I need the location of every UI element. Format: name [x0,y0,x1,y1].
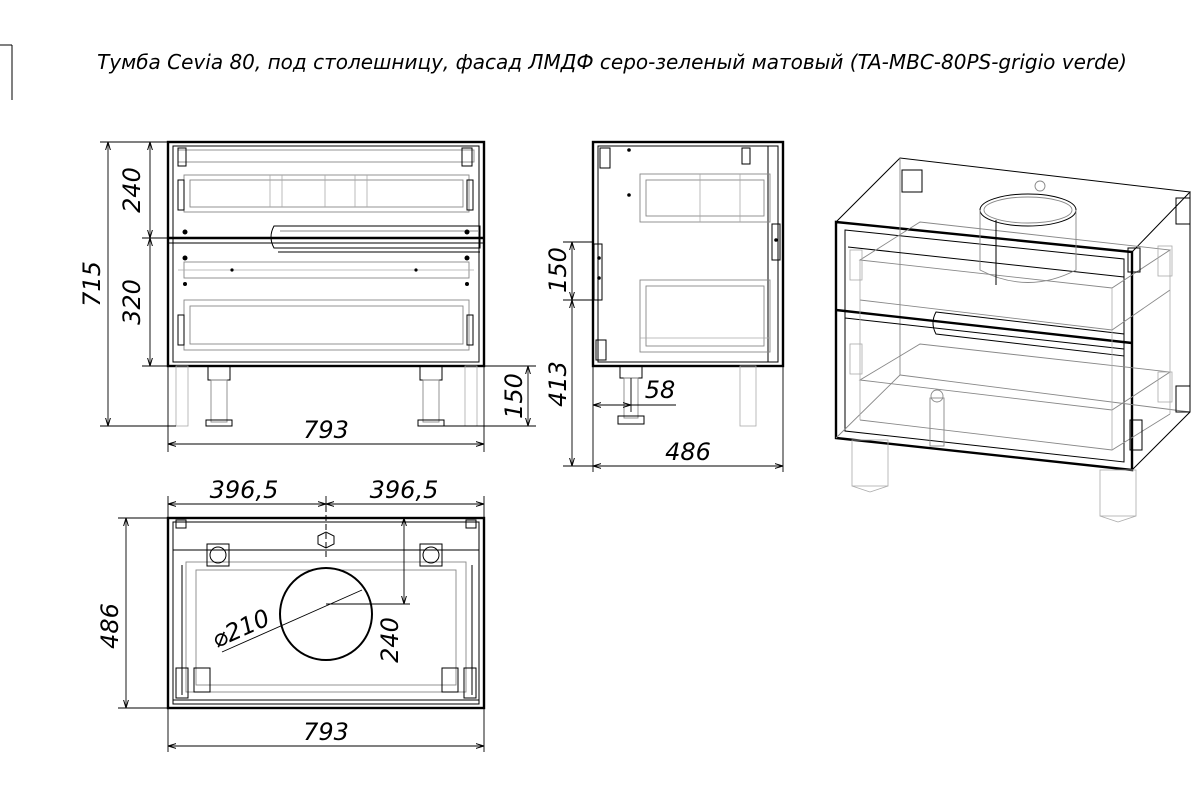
page-corner-mark [0,44,13,100]
top-view: 396,5 396,5 486 ⌀210 240 793 [96,476,486,752]
dim-front-drawer-bottom: 320 [118,279,146,325]
dim-front-drawer-top: 240 [118,167,146,213]
dim-front-legs: 150 [500,373,528,419]
dim-top-hole-offset: 240 [376,617,404,663]
side-view: 150 413 58 486 [544,140,785,472]
dim-side-depth: 486 [665,438,711,466]
dim-top-half-left: 396,5 [210,476,279,504]
dim-front-height: 715 [78,261,106,307]
drawing-title: Тумба Cevia 80, под столешницу, фасад ЛМ… [97,50,1127,74]
dim-front-width: 793 [303,416,349,444]
dim-top-width: 793 [303,718,349,746]
dim-side-floor: 413 [544,361,572,407]
dim-top-half-right: 396,5 [370,476,439,504]
dim-top-hole-diameter: ⌀210 [208,604,274,654]
front-view: 715 240 320 150 793 [78,140,536,452]
dim-side-leg-offset: 58 [645,376,676,404]
dim-side-panel: 150 [544,247,572,293]
isometric-view [834,157,1192,523]
dim-top-depth: 486 [96,603,124,649]
